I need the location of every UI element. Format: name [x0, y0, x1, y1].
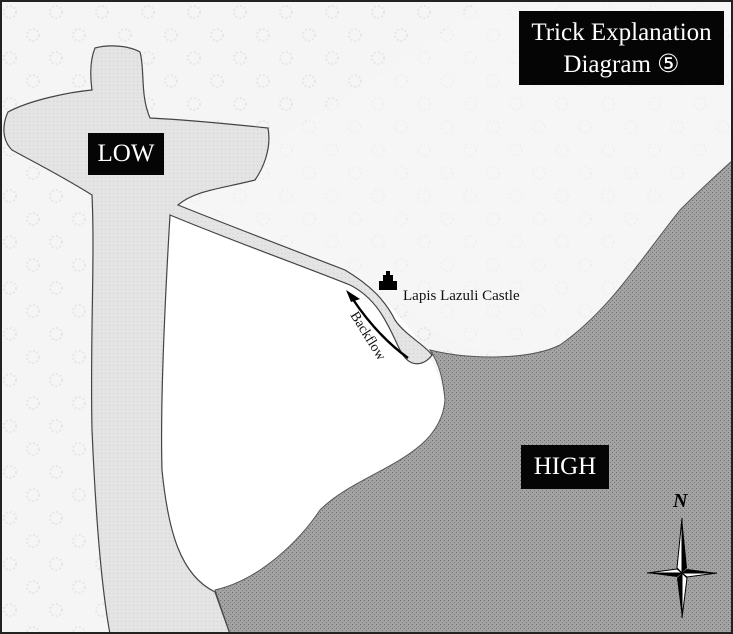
low-label: LOW	[88, 133, 164, 175]
compass-north-label: N	[672, 490, 689, 512]
diagram-title-line1: Trick Explanation	[531, 19, 712, 46]
basin-region	[160, 210, 445, 590]
diagram-title-line2: Diagram ⑤	[563, 51, 680, 78]
high-region	[214, 159, 733, 634]
high-label: HIGH	[521, 445, 609, 489]
castle-icon	[379, 271, 397, 290]
castle-label: Lapis Lazuli Castle	[403, 288, 520, 304]
compass-rose-icon	[646, 517, 718, 619]
arrow-icon	[346, 290, 409, 359]
diagram-title: Trick Explanation Diagram ⑤	[519, 11, 724, 85]
low-region	[3, 45, 433, 634]
